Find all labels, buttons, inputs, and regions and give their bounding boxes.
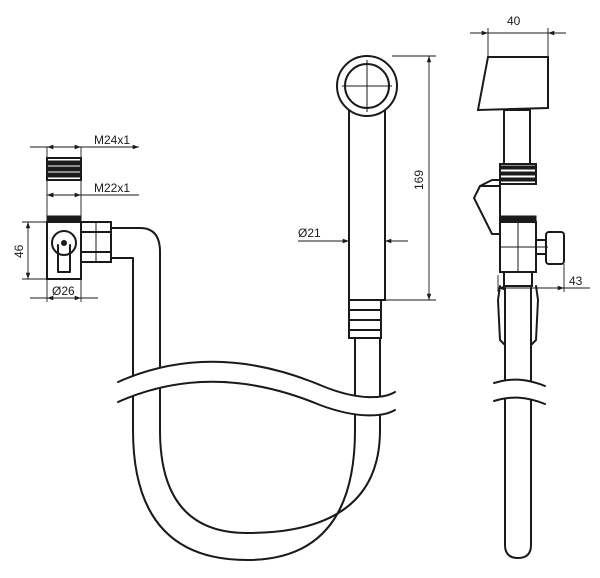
dimension-thread-top: M24x1 xyxy=(30,133,139,158)
thread-adapter-top xyxy=(46,157,82,181)
break-line-side xyxy=(493,378,546,405)
label-valve-diameter: Ø26 xyxy=(52,284,75,298)
dimension-valve-height: 46 xyxy=(12,221,47,280)
label-hose-diameter: Ø21 xyxy=(298,226,321,240)
label-head-width: 40 xyxy=(507,14,521,28)
label-valve-depth: 43 xyxy=(569,274,583,288)
break-line xyxy=(117,360,396,417)
label-thread-bottom: M22x1 xyxy=(94,181,130,195)
diverter-valve xyxy=(46,215,126,280)
dimension-handset-length: 169 xyxy=(385,55,436,301)
label-thread-top: M24x1 xyxy=(94,133,130,147)
label-valve-height: 46 xyxy=(12,244,26,258)
dimension-thread-bottom: M22x1 xyxy=(46,180,139,216)
label-handset-length: 169 xyxy=(412,170,426,190)
dimension-valve-depth: 43 xyxy=(497,264,590,292)
dimension-head-width: 40 xyxy=(470,14,566,57)
hose xyxy=(124,227,381,561)
hand-shower xyxy=(336,55,398,339)
dimension-valve-diameter: Ø26 xyxy=(30,279,98,302)
side-view xyxy=(472,56,565,559)
dimension-hose-diameter: Ø21 xyxy=(298,226,408,244)
